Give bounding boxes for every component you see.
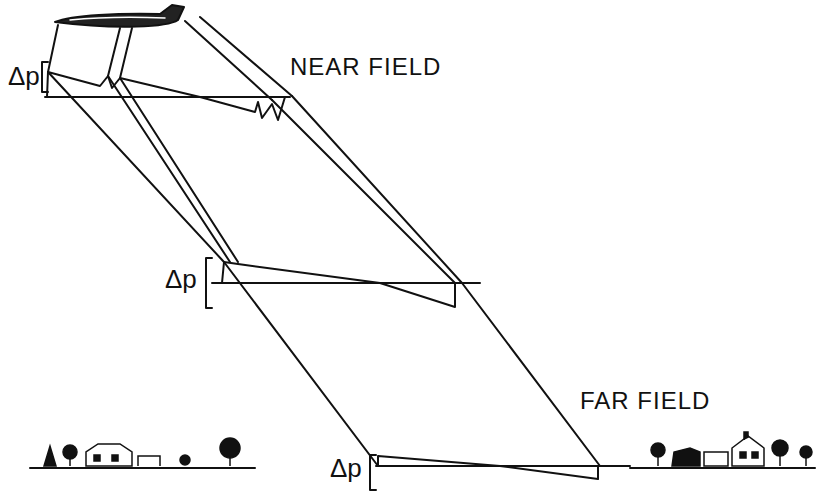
shock-lines	[48, 17, 600, 466]
pressure-label: Δp	[330, 454, 362, 483]
ground-scenery	[44, 432, 812, 466]
aircraft	[55, 5, 184, 27]
amplitude-brackets	[42, 62, 376, 490]
pressure-label: Δp	[165, 265, 197, 294]
mid-field-signature	[212, 262, 480, 307]
region-label: FAR FIELD	[580, 388, 710, 414]
region-label: NEAR FIELD	[290, 54, 441, 80]
near-field-signature	[45, 72, 290, 120]
pressure-label: Δp	[8, 62, 40, 91]
